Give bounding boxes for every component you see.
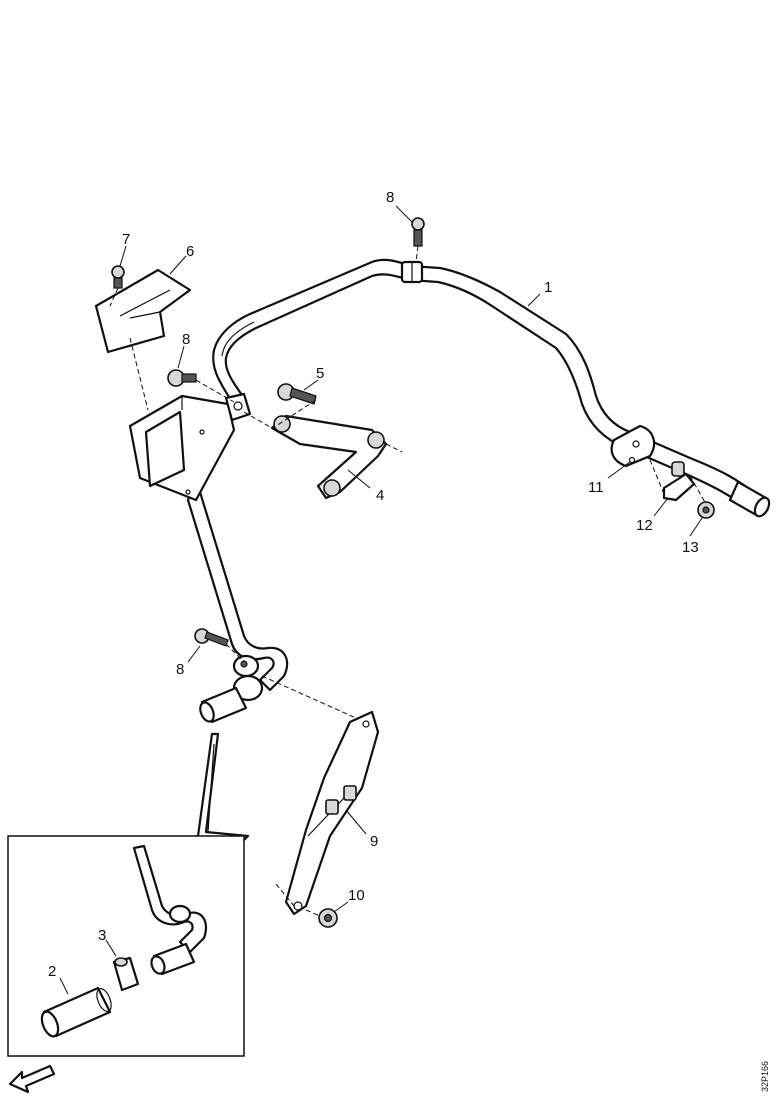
right-mount-bracket (610, 424, 656, 468)
callout-8-lower: 8 (176, 661, 184, 678)
callout-6: 6 (186, 243, 194, 260)
bolt-top (411, 217, 425, 247)
callout-13: 13 (682, 539, 699, 556)
sleeve-tube-end (199, 686, 248, 724)
callout-12: 12 (636, 517, 653, 534)
bolt-7 (111, 265, 125, 289)
callout-3: 3 (98, 927, 106, 944)
detail-callout-arrow (184, 732, 250, 846)
nut-13 (697, 501, 715, 519)
callout-10: 10 (348, 887, 365, 904)
callout-5: 5 (316, 365, 324, 382)
link-arm (270, 414, 388, 500)
lower-support-plate (284, 710, 380, 916)
bolt-8-lower (194, 628, 229, 647)
callout-4: 4 (376, 487, 384, 504)
nut-10 (318, 908, 338, 928)
lower-clamp (232, 654, 264, 702)
leader-lines (119, 205, 703, 913)
callout-2: 2 (48, 963, 56, 980)
callout-7: 7 (122, 231, 130, 248)
lower-bracket-box (128, 394, 236, 502)
callout-1: 1 (544, 279, 552, 296)
callout-8-left: 8 (182, 331, 190, 348)
callout-11: 11 (588, 479, 604, 496)
right-clip (662, 461, 696, 502)
callout-labels: 1 2 3 4 5 6 7 8 8 8 9 10 11 12 13 (48, 189, 699, 980)
upper-bracket-cover (94, 268, 192, 354)
inset-detail-box (7, 835, 245, 1057)
top-clamp (400, 260, 424, 284)
bolt-8-left (167, 369, 197, 387)
bolt-5 (277, 383, 317, 405)
figure-code: 32P166 (760, 1061, 770, 1092)
direction-arrow-icon (8, 1064, 56, 1094)
callout-9: 9 (370, 833, 378, 850)
tube-end-right (728, 480, 771, 518)
callout-8-top: 8 (386, 189, 394, 206)
assembly-guide-lines (109, 245, 707, 917)
